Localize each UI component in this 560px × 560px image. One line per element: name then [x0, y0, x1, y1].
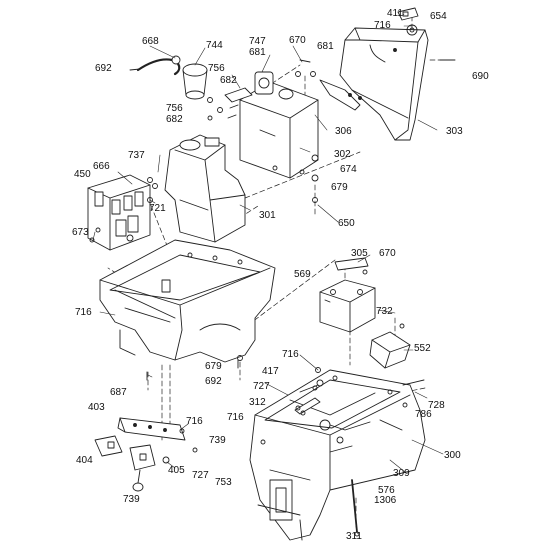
- callout-687[interactable]: 687: [110, 387, 127, 398]
- callout-670-top[interactable]: 670: [289, 35, 306, 46]
- linkage-312: [294, 379, 324, 415]
- callout-668[interactable]: 668: [142, 36, 159, 47]
- callout-650[interactable]: 650: [338, 218, 355, 229]
- module-552: [369, 323, 411, 369]
- hinge-404-405: [94, 435, 170, 471]
- callout-679-mid[interactable]: 679: [205, 361, 222, 372]
- callout-747[interactable]: 747: [249, 36, 266, 47]
- callout-682-a[interactable]: 682: [220, 75, 237, 86]
- callout-301[interactable]: 301: [259, 210, 276, 221]
- callout-417[interactable]: 417: [262, 366, 279, 377]
- lower-chassis-300: [249, 369, 426, 541]
- callout-681-left[interactable]: 681: [249, 47, 266, 58]
- callout-716-left[interactable]: 716: [75, 307, 92, 318]
- hose-668: [129, 55, 181, 76]
- callout-737[interactable]: 737: [128, 150, 145, 161]
- callout-732[interactable]: 732: [376, 306, 393, 317]
- callout-690[interactable]: 690: [472, 71, 489, 82]
- valve-block-450: [87, 174, 158, 251]
- callout-681-right[interactable]: 681: [317, 41, 334, 52]
- battery-clamp-305: [334, 257, 369, 275]
- callout-728[interactable]: 728: [428, 400, 445, 411]
- callout-727-a[interactable]: 727: [253, 381, 270, 392]
- bolts: [146, 59, 456, 453]
- callout-569[interactable]: 569: [294, 269, 311, 280]
- callout-654[interactable]: 654: [430, 11, 447, 22]
- callout-739-a[interactable]: 739: [209, 435, 226, 446]
- callout-404[interactable]: 404: [76, 455, 93, 466]
- callout-756-b[interactable]: 756: [166, 103, 183, 114]
- callout-673[interactable]: 673: [72, 227, 89, 238]
- tank-302: [224, 71, 319, 179]
- callout-716-low2[interactable]: 716: [227, 412, 244, 423]
- callout-306[interactable]: 306: [335, 126, 352, 137]
- leader-lines: [92, 13, 444, 473]
- callout-576[interactable]: 576: [378, 485, 395, 496]
- callout-739-b[interactable]: 739: [123, 494, 140, 505]
- callout-666[interactable]: 666: [93, 161, 110, 172]
- callout-692-top[interactable]: 692: [95, 63, 112, 74]
- callout-753[interactable]: 753: [215, 477, 232, 488]
- upper-chassis-frame: [99, 239, 276, 363]
- callout-786[interactable]: 786: [415, 409, 432, 420]
- callout-309[interactable]: 309: [393, 468, 410, 479]
- callout-305[interactable]: 305: [351, 248, 368, 259]
- callout-744[interactable]: 744: [206, 40, 223, 51]
- callout-670-mid[interactable]: 670: [379, 248, 396, 259]
- callout-303[interactable]: 303: [446, 126, 463, 137]
- callout-1306[interactable]: 1306: [374, 495, 397, 506]
- callout-716-mid[interactable]: 716: [282, 349, 299, 360]
- callout-679-top[interactable]: 679: [331, 182, 348, 193]
- callout-682-b[interactable]: 682: [166, 114, 183, 125]
- callout-716-top[interactable]: 716: [374, 20, 391, 31]
- callout-450[interactable]: 450: [74, 169, 91, 180]
- callout-403[interactable]: 403: [88, 402, 105, 413]
- battery-569: [319, 279, 376, 333]
- callout-411[interactable]: 411: [387, 8, 403, 19]
- frame-bracket-303: [319, 24, 429, 141]
- fuel-tank-301: [164, 134, 246, 243]
- callout-756-a[interactable]: 756: [208, 63, 225, 74]
- rod-311: [351, 479, 360, 537]
- callout-405[interactable]: 405: [168, 465, 185, 476]
- callout-721[interactable]: 721: [149, 203, 166, 214]
- clamp-411-654: [397, 7, 419, 21]
- fittings-756-682: [207, 59, 319, 203]
- callout-727-b[interactable]: 727: [192, 470, 209, 481]
- callout-312[interactable]: 312: [249, 397, 266, 408]
- knob-739: [132, 428, 198, 492]
- callout-692-mid[interactable]: 692: [205, 376, 222, 387]
- callout-311[interactable]: 311: [346, 531, 362, 542]
- callout-674[interactable]: 674: [340, 164, 357, 175]
- callout-300[interactable]: 300: [444, 450, 461, 461]
- callout-552[interactable]: 552: [414, 343, 431, 354]
- callout-302[interactable]: 302: [334, 149, 351, 160]
- bracket-403: [117, 417, 186, 441]
- callout-716-lower[interactable]: 716: [186, 416, 203, 427]
- filler-744: [182, 63, 208, 100]
